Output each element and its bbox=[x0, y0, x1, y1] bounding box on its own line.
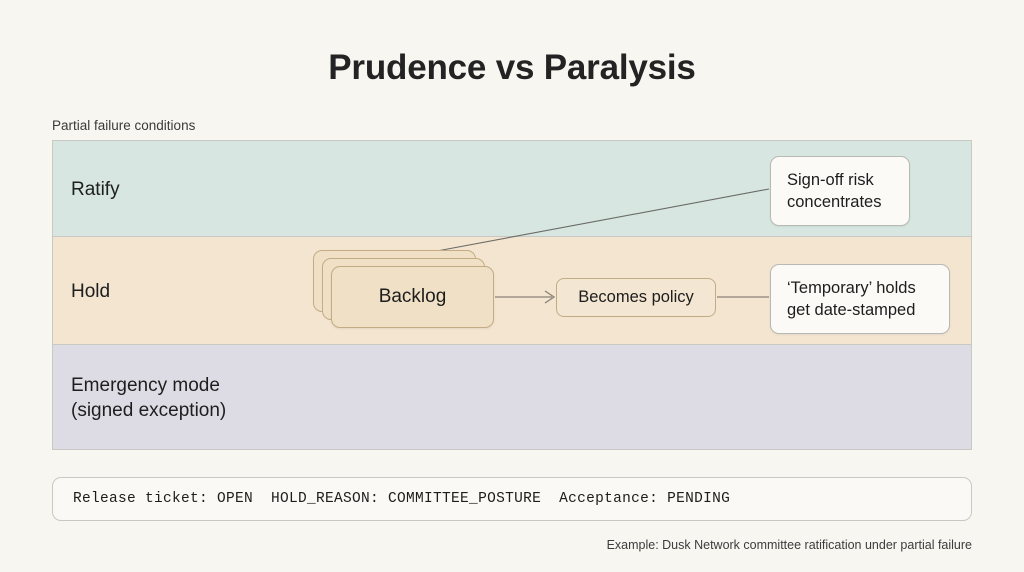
footnote: Example: Dusk Network committee ratifica… bbox=[606, 538, 972, 552]
lane-label: Ratify bbox=[71, 179, 120, 200]
lane-label: Emergency mode (signed exception) bbox=[71, 375, 227, 421]
lane-label: Hold bbox=[71, 281, 111, 302]
callout-temporary-holds[interactable]: ‘Temporary’ holds get date-stamped bbox=[770, 264, 950, 334]
stack-card-front[interactable]: Backlog bbox=[331, 266, 494, 328]
kicker-label: Partial failure conditions bbox=[52, 118, 196, 133]
page-title: Prudence vs Paralysis bbox=[328, 48, 696, 87]
backlog-label: Backlog bbox=[378, 286, 447, 307]
lane-emergency-mode: Emergency mode (signed exception) bbox=[52, 345, 972, 450]
status-bar-text: Release ticket: OPEN HOLD_REASON: COMMIT… bbox=[73, 491, 731, 507]
status-bar: Release ticket: OPEN HOLD_REASON: COMMIT… bbox=[52, 477, 972, 521]
callout-signoff-risk[interactable]: Sign-off risk concentrates bbox=[770, 156, 910, 226]
backlog-card-stack[interactable]: Backlog bbox=[313, 250, 494, 328]
becomes-policy-label: Becomes policy bbox=[578, 288, 694, 306]
becomes-policy-node[interactable]: Becomes policy bbox=[556, 278, 716, 317]
